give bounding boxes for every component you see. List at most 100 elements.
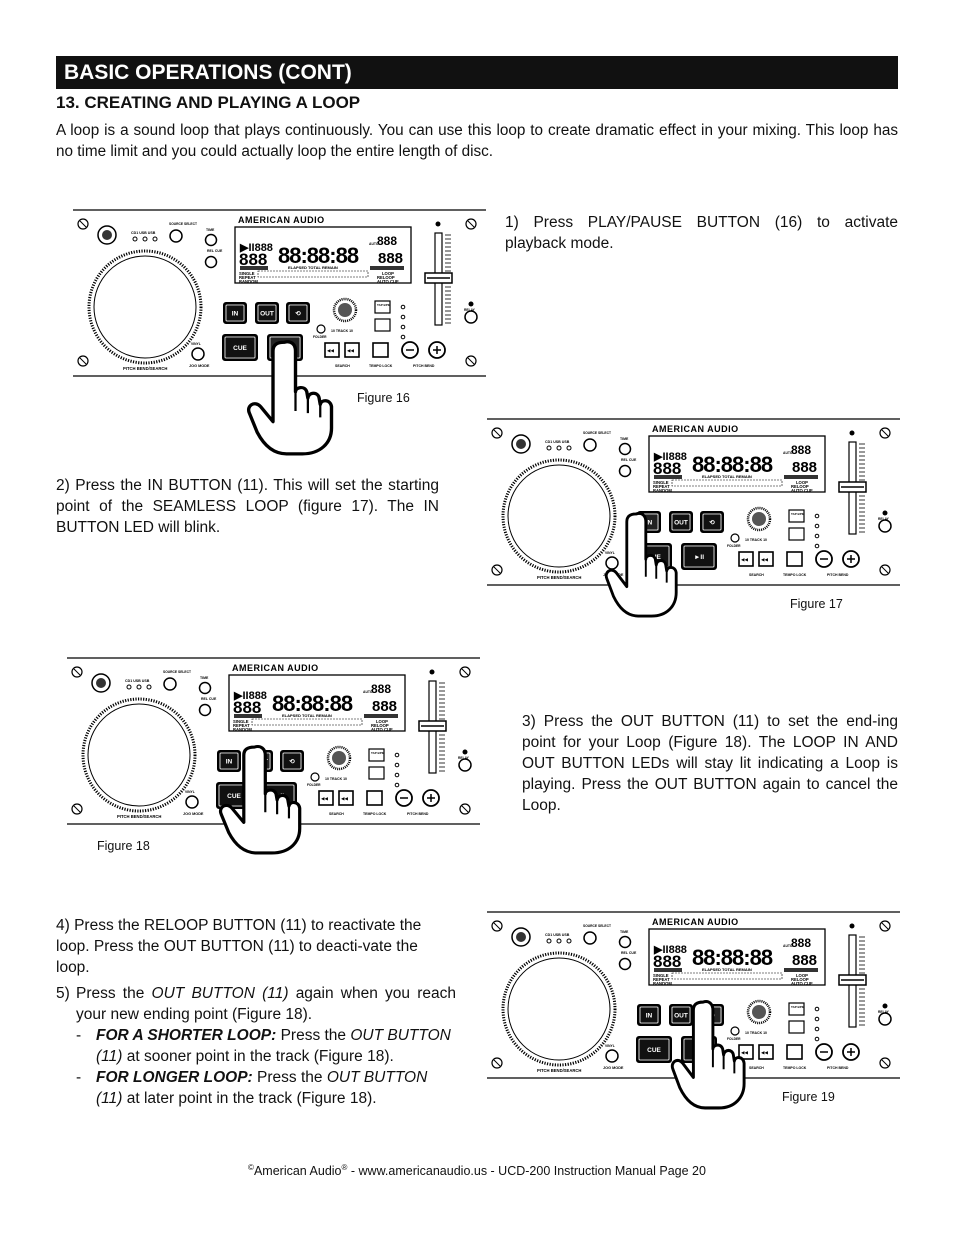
svg-text:TIME: TIME — [620, 437, 629, 441]
svg-text:VINYL: VINYL — [605, 551, 615, 555]
svg-text:RELOOP: RELOOP — [371, 723, 389, 728]
svg-text:TEMPO LOCK: TEMPO LOCK — [363, 812, 387, 816]
svg-text:RANDOM: RANDOM — [233, 727, 252, 732]
svg-text:◀◀: ◀◀ — [347, 348, 354, 353]
svg-text:SEARCH: SEARCH — [749, 573, 764, 577]
figure-17-caption: Figure 17 — [790, 597, 843, 611]
svg-text:888: 888 — [792, 952, 817, 969]
svg-text:JOG MODE: JOG MODE — [189, 364, 210, 368]
svg-text:SEARCH: SEARCH — [749, 1066, 764, 1070]
svg-text:888: 888 — [653, 459, 681, 478]
svg-text:REPEAT: REPEAT — [233, 723, 250, 728]
svg-text:RELAY: RELAY — [878, 517, 890, 521]
svg-text:◀◀: ◀◀ — [761, 557, 768, 562]
svg-text:ELAPSED TOTAL REMAIN: ELAPSED TOTAL REMAIN — [282, 713, 332, 718]
svg-text:SINGLE: SINGLE — [233, 719, 249, 724]
svg-text:FOLDER: FOLDER — [727, 1037, 741, 1041]
hand-pointer-icon — [670, 998, 748, 1110]
svg-text:AUTO: AUTO — [363, 690, 373, 694]
svg-text:888: 888 — [378, 250, 403, 267]
svg-text:AUTO: AUTO — [369, 242, 379, 246]
svg-text:AUTO CUE: AUTO CUE — [791, 981, 813, 986]
hand-pointer-icon — [604, 510, 680, 618]
svg-text:AUTO CUE: AUTO CUE — [371, 727, 393, 732]
svg-text:CD1 USB USB: CD1 USB USB — [545, 440, 570, 444]
svg-text:CD1 USB USB: CD1 USB USB — [125, 679, 150, 683]
svg-text:CUE: CUE — [647, 1047, 661, 1054]
svg-text:888: 888 — [791, 443, 811, 457]
svg-text:888: 888 — [233, 698, 261, 717]
step-5-number: 5) — [56, 985, 70, 1002]
shorter-loop-note: FOR A SHORTER LOOP: Press the OUT BUTTON… — [96, 1027, 451, 1065]
svg-text:TIME: TIME — [206, 228, 215, 232]
svg-text:LOOP: LOOP — [382, 271, 394, 276]
svg-text:FOLDER: FOLDER — [307, 783, 321, 787]
svg-text:LOOP: LOOP — [796, 973, 808, 978]
svg-text:PITCH BEND: PITCH BEND — [413, 364, 435, 368]
hand-pointer-icon — [246, 338, 336, 456]
figure-19-caption: Figure 19 — [782, 1090, 835, 1104]
svg-text:888: 888 — [792, 459, 817, 476]
svg-text:◀◀: ◀◀ — [761, 1050, 768, 1055]
figure-16-caption: Figure 16 — [357, 391, 410, 405]
svg-text:TIME: TIME — [620, 930, 629, 934]
svg-text:TAP BPM: TAP BPM — [791, 1005, 805, 1009]
svg-text:REL CUE: REL CUE — [621, 458, 637, 462]
svg-text:VINYL: VINYL — [185, 790, 195, 794]
svg-text:FOLDER: FOLDER — [727, 544, 741, 548]
svg-text:RELOOP: RELOOP — [791, 484, 809, 489]
svg-text:PITCH BEND: PITCH BEND — [407, 812, 429, 816]
hand-pointer-icon — [218, 743, 304, 855]
svg-text:PITCH BEND/SEARCH: PITCH BEND/SEARCH — [117, 814, 161, 819]
svg-text:SINGLE: SINGLE — [653, 480, 669, 485]
svg-text:RANDOM: RANDOM — [239, 279, 258, 284]
svg-text:88:88:88: 88:88:88 — [692, 452, 773, 477]
svg-text:⟲: ⟲ — [709, 520, 715, 527]
svg-text:TAP BPM: TAP BPM — [377, 303, 391, 307]
step-1: 1) Press PLAY/PAUSE BUTTON (16) to activ… — [505, 214, 898, 252]
svg-text:LOOP: LOOP — [376, 719, 388, 724]
svg-text:◀◀: ◀◀ — [321, 796, 328, 801]
svg-text:◀◀: ◀◀ — [327, 348, 334, 353]
svg-text:88:88:88: 88:88:88 — [278, 243, 359, 268]
svg-text:►II: ►II — [694, 554, 704, 561]
svg-text:ELAPSED TOTAL REMAIN: ELAPSED TOTAL REMAIN — [288, 265, 338, 270]
svg-text:10 TRACK 10: 10 TRACK 10 — [325, 777, 347, 781]
svg-text:SINGLE: SINGLE — [239, 271, 255, 276]
svg-text:⟲: ⟲ — [289, 759, 295, 766]
svg-text:ELAPSED TOTAL REMAIN: ELAPSED TOTAL REMAIN — [702, 967, 752, 972]
svg-text:▶II888: ▶II888 — [233, 690, 267, 702]
svg-text:SOURCE SELECT: SOURCE SELECT — [583, 924, 611, 928]
svg-text:◀◀: ◀◀ — [741, 557, 748, 562]
svg-text:OUT: OUT — [674, 1013, 688, 1020]
svg-text:▶II888: ▶II888 — [239, 242, 273, 254]
svg-text:CUE: CUE — [233, 345, 247, 352]
svg-text:SEARCH: SEARCH — [335, 364, 350, 368]
svg-text:◀◀: ◀◀ — [741, 1050, 748, 1055]
svg-text:SOURCE SELECT: SOURCE SELECT — [163, 670, 191, 674]
step-4: 4) Press the RELOOP BUTTON (11) to react… — [56, 917, 422, 976]
svg-text:888: 888 — [239, 250, 267, 269]
svg-text:888: 888 — [371, 682, 391, 696]
svg-text:888: 888 — [377, 234, 397, 248]
svg-text:TEMPO LOCK: TEMPO LOCK — [783, 573, 807, 577]
step-2: 2) Press the IN BUTTON (11). This will s… — [56, 477, 439, 536]
svg-text:IN: IN — [232, 311, 239, 318]
intro-paragraph: A loop is a sound loop that plays contin… — [56, 122, 898, 160]
svg-text:IN: IN — [226, 759, 233, 766]
svg-text:RELAY: RELAY — [878, 1010, 890, 1014]
step-3: 3) Press the OUT BUTTON (11) to set the … — [522, 713, 898, 814]
svg-text:888: 888 — [653, 952, 681, 971]
svg-text:10 TRACK 10: 10 TRACK 10 — [745, 538, 767, 542]
svg-text:IN: IN — [646, 520, 653, 527]
svg-text:JOG MODE: JOG MODE — [603, 1066, 624, 1070]
svg-text:AUTO CUE: AUTO CUE — [377, 279, 399, 284]
step-5: 5) Press the OUT BUTTON (11) again when … — [56, 985, 456, 1107]
svg-text:AMERICAN AUDIO: AMERICAN AUDIO — [238, 215, 325, 225]
svg-text:PITCH BEND/SEARCH: PITCH BEND/SEARCH — [537, 575, 581, 580]
page-header: BASIC OPERATIONS (CONT) — [56, 56, 898, 89]
svg-text:ELAPSED TOTAL REMAIN: ELAPSED TOTAL REMAIN — [702, 474, 752, 479]
svg-text:REL CUE: REL CUE — [207, 249, 223, 253]
svg-text:CD1 USB USB: CD1 USB USB — [545, 933, 570, 937]
